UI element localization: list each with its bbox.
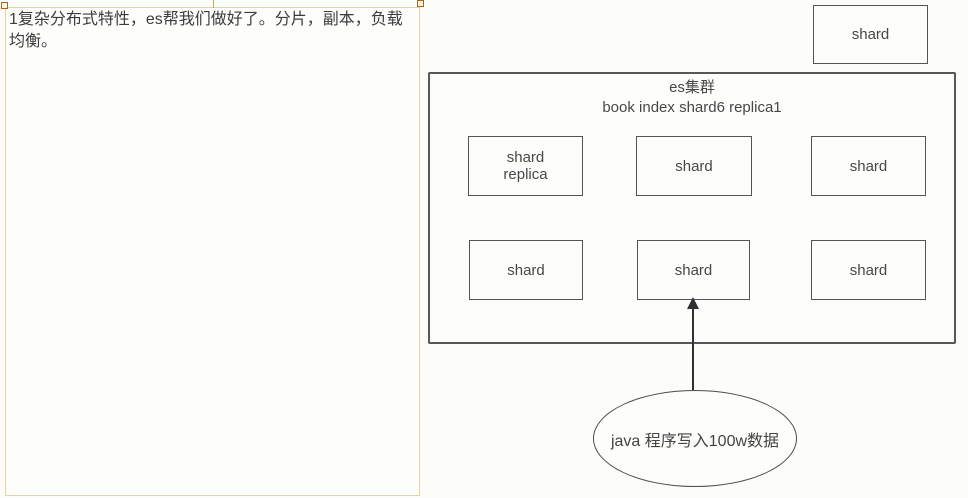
shard-label: shard [849, 261, 888, 279]
selection-handle-top-left[interactable] [1, 2, 8, 9]
note-text: 1复杂分布式特性，es帮我们做好了。分片，副本，负载均衡。 [9, 11, 403, 51]
write-arrow-head-icon [687, 297, 699, 309]
shard-box[interactable]: shard [469, 240, 583, 300]
shard-label: shard [849, 157, 888, 175]
cluster-title-line2: book index shard6 replica1 [602, 99, 782, 117]
shard-box[interactable]: shard [811, 240, 926, 300]
shard-replica-box[interactable]: shard replica [468, 136, 583, 196]
standalone-shard-box[interactable]: shard [813, 5, 928, 64]
shard-replica-label: shard replica [503, 149, 548, 183]
shard-box[interactable]: shard [636, 136, 752, 196]
java-writer-label: java 程序写入100w数据 [610, 432, 780, 450]
shard-box[interactable]: shard [637, 240, 750, 300]
shard-label: shard [675, 157, 713, 175]
standalone-shard-label: shard [851, 26, 890, 43]
shard-label: shard [674, 261, 713, 279]
cluster-title-line1: es集群 [669, 79, 715, 96]
java-writer-ellipse[interactable]: java 程序写入100w数据 [593, 390, 797, 487]
shard-box[interactable]: shard [811, 136, 926, 196]
write-arrow-line[interactable] [692, 308, 694, 390]
note-text-box[interactable]: 1复杂分布式特性，es帮我们做好了。分片，副本，负载均衡。 [1, 0, 424, 496]
shard-label: shard [507, 261, 545, 279]
cluster-title: es集群 book index shard6 replica1 [430, 78, 954, 119]
selection-handle-top-right[interactable] [417, 0, 424, 7]
selection-handle-top-center[interactable] [212, 0, 214, 8]
